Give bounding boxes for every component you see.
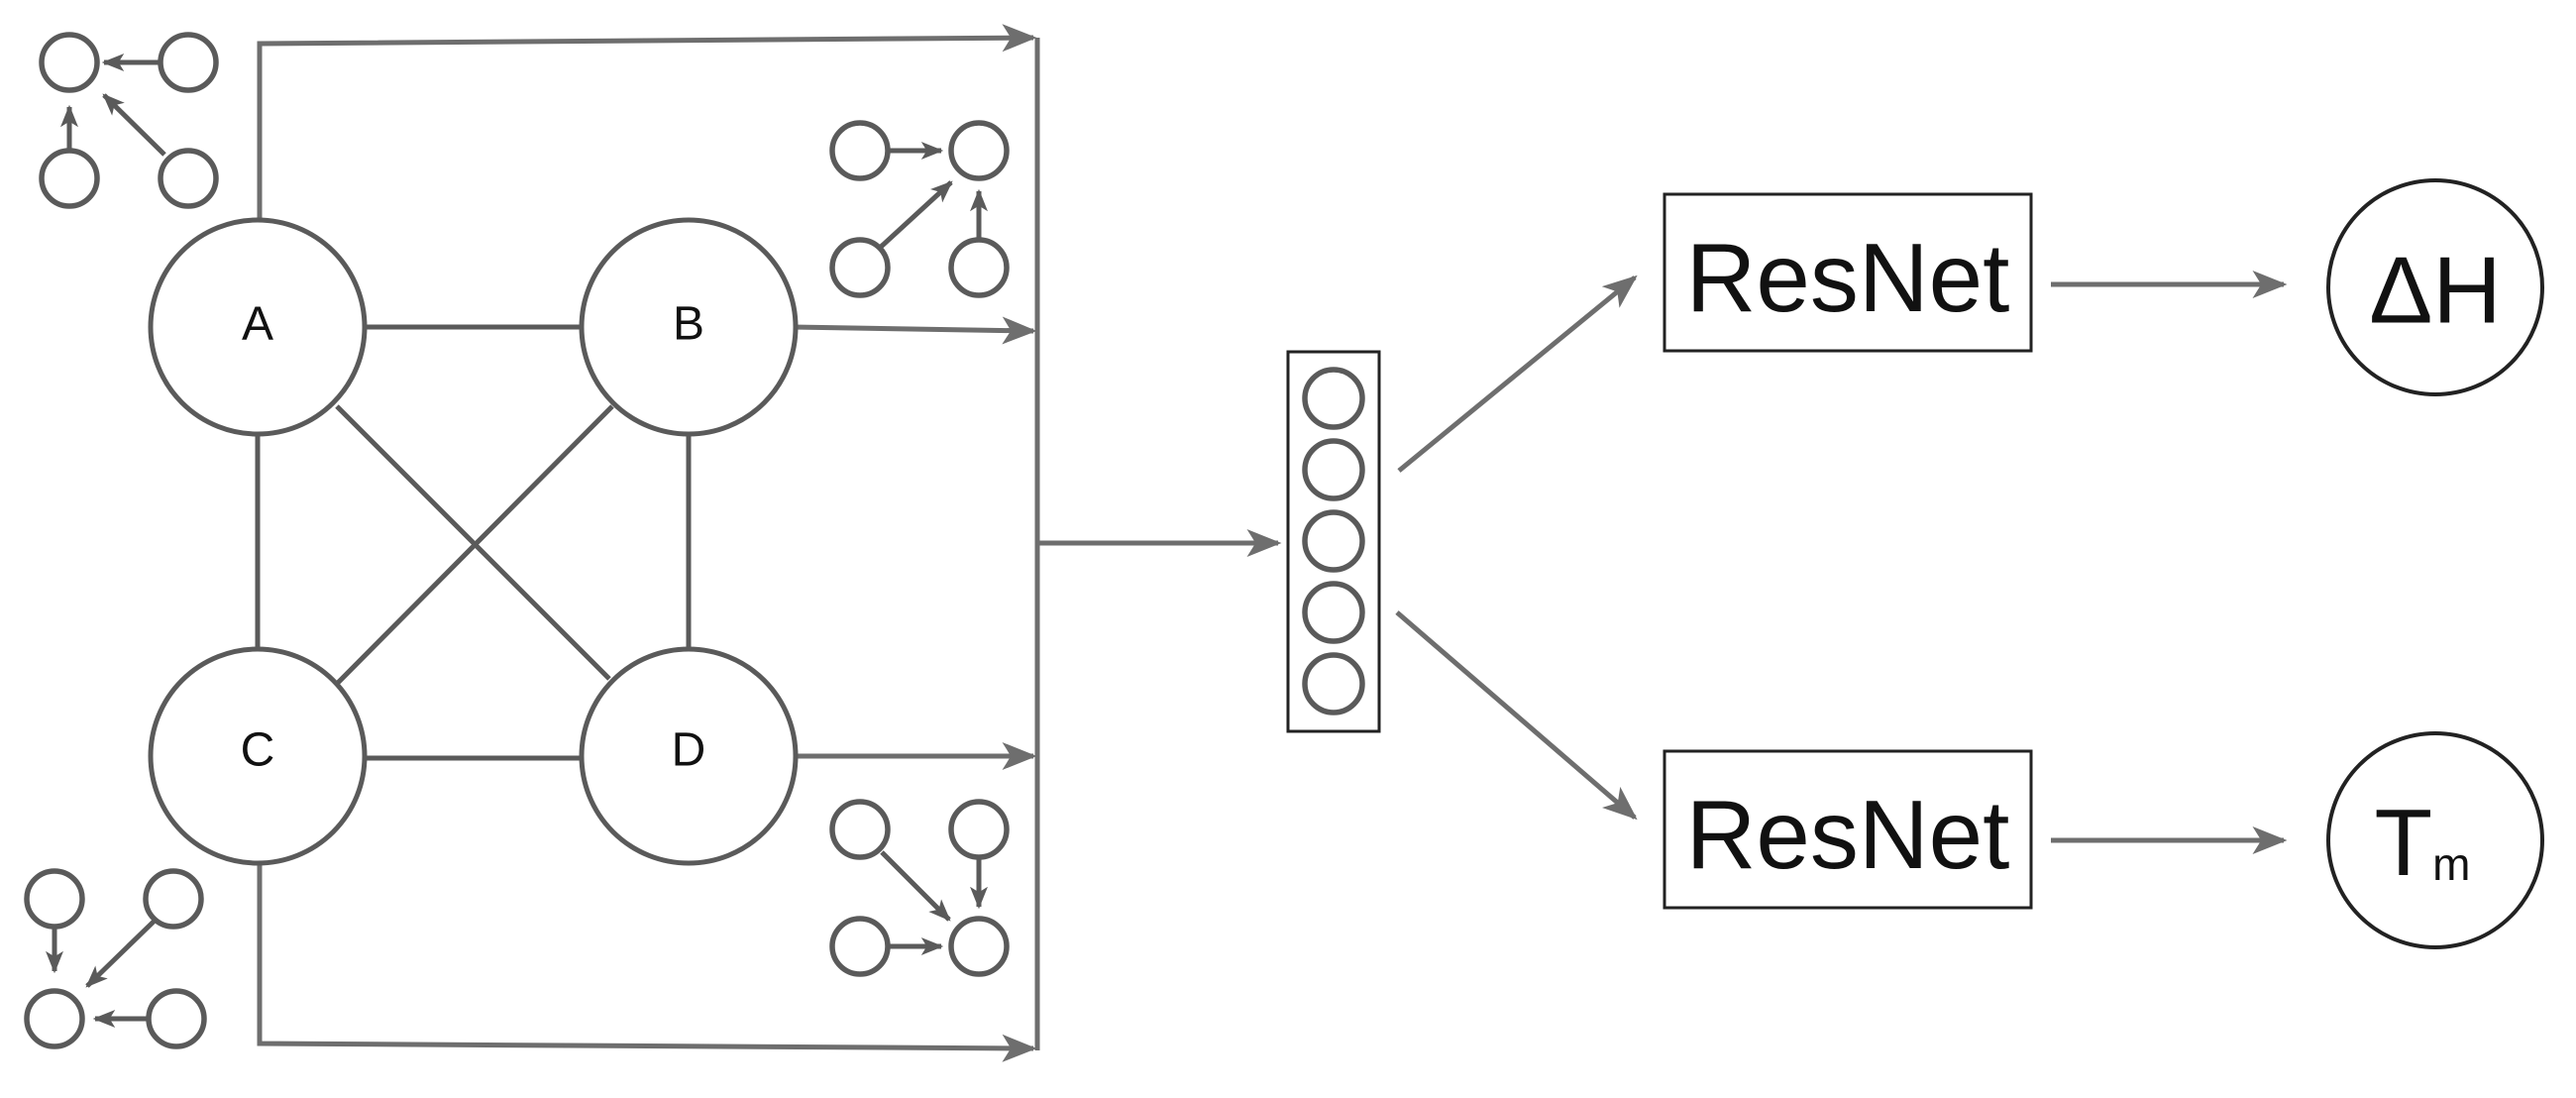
neighbor-node bbox=[39, 148, 100, 209]
feature-vector-cells bbox=[1302, 367, 1365, 715]
node-c-label: C bbox=[241, 724, 275, 777]
neighbor-node bbox=[829, 916, 891, 977]
neighbor-node bbox=[829, 237, 891, 298]
neighbor-node bbox=[158, 32, 219, 93]
arrow-vector-to-model-bottom bbox=[1395, 610, 1638, 821]
highlight-node bbox=[39, 32, 100, 93]
highlight-node bbox=[948, 916, 1010, 977]
output-circle bbox=[2326, 178, 2544, 396]
neighbor-node bbox=[948, 799, 1010, 860]
feature-vector-cell bbox=[1302, 367, 1365, 430]
node-d-label: D bbox=[672, 724, 706, 777]
node-b-label: B bbox=[673, 298, 704, 351]
model-label: ResNet bbox=[1686, 223, 2010, 332]
edge-b-c bbox=[335, 404, 614, 686]
node-d-circle bbox=[579, 646, 799, 866]
node-a[interactable]: A bbox=[148, 217, 368, 437]
output-circle bbox=[2326, 731, 2544, 949]
node-b[interactable]: B bbox=[579, 217, 799, 437]
node-c-circle bbox=[148, 646, 368, 866]
neighbor-edge bbox=[102, 93, 166, 157]
edge-a-d bbox=[335, 404, 611, 681]
feature-vector-cell bbox=[1302, 581, 1365, 644]
model-box bbox=[1663, 192, 2033, 353]
arrow-vector-to-model-top bbox=[1397, 274, 1638, 473]
arrow-a-to-bus bbox=[257, 24, 1037, 220]
neighbor-node bbox=[158, 148, 219, 209]
node-d[interactable]: D bbox=[579, 646, 799, 866]
arrow-c-to-bus bbox=[257, 865, 1037, 1062]
neighbor-edge bbox=[85, 920, 156, 988]
highlight-node bbox=[24, 988, 85, 1049]
neighborhood-d bbox=[829, 799, 1010, 977]
neighbor-node bbox=[948, 237, 1010, 298]
highlight-node bbox=[948, 120, 1010, 181]
model-resnet-top[interactable]: ResNet bbox=[1663, 192, 2033, 353]
node-b-circle bbox=[579, 217, 799, 437]
neighbor-node bbox=[829, 799, 891, 860]
model-label: ResNet bbox=[1686, 780, 2010, 889]
model-resnet-bottom[interactable]: ResNet bbox=[1663, 749, 2033, 910]
node-a-circle bbox=[148, 217, 368, 437]
output-label-main: T bbox=[2375, 790, 2433, 896]
neighbor-edge bbox=[878, 180, 953, 250]
neighbor-node bbox=[829, 120, 891, 181]
neighbor-edge bbox=[880, 850, 951, 922]
neighbor-node bbox=[146, 988, 207, 1049]
feature-vector-cell bbox=[1302, 509, 1365, 573]
output-label: Tm bbox=[2375, 790, 2471, 896]
aggregation-arrows bbox=[257, 24, 1282, 1062]
output-delta-h: ΔH bbox=[2326, 178, 2544, 396]
output-label-subscript: m bbox=[2432, 838, 2470, 890]
arrow-b-to-bus bbox=[792, 316, 1037, 345]
neighborhood-c bbox=[24, 868, 207, 1049]
neighborhood-b bbox=[829, 120, 1010, 298]
neighbor-node bbox=[24, 868, 85, 930]
output-tm: Tm bbox=[2326, 731, 2544, 949]
neighbor-node bbox=[143, 868, 204, 930]
node-a-label: A bbox=[242, 298, 273, 351]
feature-vector-cell bbox=[1302, 652, 1365, 715]
feature-vector-cell bbox=[1302, 438, 1365, 501]
feature-vector bbox=[1286, 350, 1381, 733]
graph-edges bbox=[255, 324, 692, 761]
node-c[interactable]: C bbox=[148, 646, 368, 866]
model-box bbox=[1663, 749, 2033, 910]
neighborhood-a bbox=[39, 32, 219, 209]
output-label: ΔH bbox=[2369, 238, 2501, 344]
